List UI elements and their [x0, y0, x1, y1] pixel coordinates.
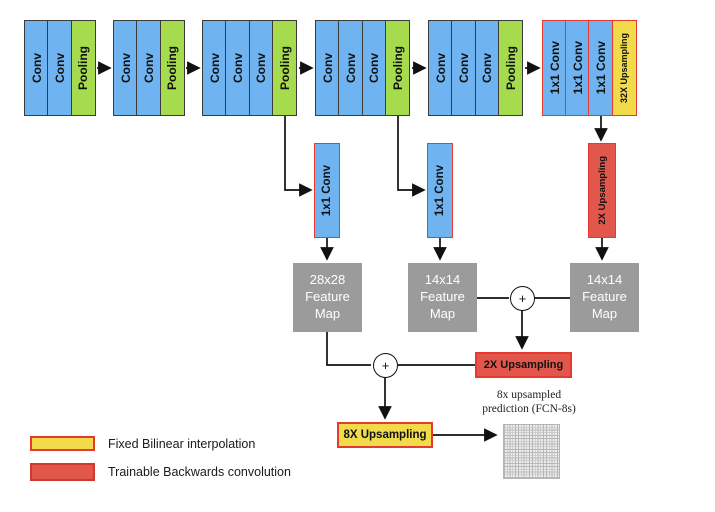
sum-node-2: + [373, 353, 398, 378]
plus-icon: + [518, 291, 527, 306]
pooling-block-label: Pooling [390, 46, 405, 90]
32x-upsampling-label: 32X Upsampling [619, 32, 630, 104]
1x1-conv-block-label: 1x1 Conv [547, 41, 562, 95]
encoder-stage-3: Conv Conv Conv Pooling [202, 20, 298, 116]
8x-upsampling-box-label: 8X Upsampling [343, 429, 427, 441]
conv-block-label: Conv [52, 53, 67, 83]
legend-swatch-backwards-conv [30, 463, 95, 481]
feature-map-size: 14x14 [424, 272, 461, 288]
encoder-stage-4: Conv Conv Conv Pooling [315, 20, 411, 116]
feature-map-word1: Feature [305, 289, 350, 305]
2x-upsampling-vertical-block: 2X Upsampling [588, 143, 616, 238]
feature-map-14x14-upsampled: 14x14 Feature Map [570, 263, 639, 332]
pooling-block: Pooling [70, 20, 96, 116]
plus-icon: + [381, 358, 390, 373]
feature-map-word2: Map [591, 305, 618, 321]
conv-block: Conv [202, 20, 227, 116]
conv-block: Conv [113, 20, 138, 116]
encoder-stage-5: Conv Conv Conv Pooling [428, 20, 524, 116]
legend-entry-backwards-conv: Trainable Backwards convolution [30, 463, 291, 481]
skip-1x1-conv-label: 1x1 Conv [434, 164, 446, 217]
conv-block-label: Conv [29, 53, 44, 83]
pooling-block-label: Pooling [277, 46, 292, 90]
skip-1x1-conv-label: 1x1 Conv [321, 164, 333, 217]
conv-block-label: Conv [254, 53, 269, 83]
pooling-block: Pooling [159, 20, 185, 116]
conv-block: Conv [315, 20, 340, 116]
1x1-conv-block: 1x1 Conv [565, 20, 591, 116]
feature-map-size: 14x14 [586, 272, 623, 288]
pooling-block: Pooling [272, 20, 298, 116]
pooling-block-label: Pooling [76, 46, 91, 90]
feature-map-word2: Map [429, 305, 456, 321]
conv-block-label: Conv [118, 53, 133, 83]
pooling-block: Pooling [385, 20, 411, 116]
conv-block-label: Conv [141, 53, 156, 83]
conv-block: Conv [338, 20, 364, 116]
conv-block-label: Conv [367, 53, 382, 83]
1x1-conv-block-label: 1x1 Conv [593, 41, 608, 95]
encoder-stage-2: Conv Conv Pooling [113, 20, 185, 116]
conv-block-label: Conv [433, 53, 448, 83]
conv-block: Conv [248, 20, 274, 116]
sum-node-1: + [510, 286, 535, 311]
connector-fmap28-sum2 [326, 332, 371, 366]
conv-block: Conv [136, 20, 162, 116]
feature-map-28x28: 28x28 Feature Map [293, 263, 362, 332]
conv-block-label: Conv [230, 53, 245, 83]
2x-upsampling-box: 2X Upsampling [475, 352, 572, 378]
pooling-block-label: Pooling [165, 46, 180, 90]
conv-block-label: Conv [207, 53, 222, 83]
32x-upsampling-block: 32X Upsampling [611, 20, 637, 116]
classifier-head-stage: 1x1 Conv 1x1 Conv 1x1 Conv 32X Upsamplin… [542, 20, 637, 116]
connector-pool3-skipconv1 [284, 116, 313, 197]
feature-map-word2: Map [314, 305, 341, 321]
conv-block-label: Conv [456, 53, 471, 83]
legend-label-bilinear: Fixed Bilinear interpolation [108, 436, 256, 451]
skip-1x1-conv-pool4: 1x1 Conv [427, 143, 453, 238]
conv-block: Conv [428, 20, 453, 116]
prediction-caption-line1: 8x upsampled [496, 389, 562, 401]
legend-swatch-bilinear [30, 436, 95, 451]
1x1-conv-block: 1x1 Conv [542, 20, 567, 116]
conv-block-label: Conv [343, 53, 358, 83]
legend-entry-bilinear: Fixed Bilinear interpolation [30, 436, 255, 451]
feature-map-word1: Feature [420, 289, 465, 305]
feature-map-size: 28x28 [309, 272, 346, 288]
conv-block: Conv [24, 20, 49, 116]
1x1-conv-block-label: 1x1 Conv [570, 41, 585, 95]
connector-pool4-skipconv2 [397, 116, 426, 197]
prediction-grid [503, 424, 560, 479]
encoder-stage-1: Conv Conv Pooling [24, 20, 96, 116]
feature-map-14x14-skip: 14x14 Feature Map [408, 263, 477, 332]
conv-block: Conv [474, 20, 500, 116]
2x-upsampling-vertical-label: 2X Upsampling [596, 156, 608, 225]
pooling-block: Pooling [498, 20, 524, 116]
pooling-block-label: Pooling [503, 46, 518, 90]
prediction-caption-line2: prediction (FCN-8s) [482, 403, 576, 416]
feature-map-word1: Feature [582, 289, 627, 305]
legend-label-backwards-conv: Trainable Backwards convolution [108, 465, 291, 479]
conv-block-label: Conv [320, 53, 335, 83]
1x1-conv-block: 1x1 Conv [588, 20, 614, 116]
conv-block: Conv [451, 20, 477, 116]
skip-1x1-conv-pool3: 1x1 Conv [314, 143, 340, 238]
prediction-caption: 8x upsampled prediction (FCN-8s) [450, 388, 608, 417]
conv-block: Conv [225, 20, 251, 116]
conv-block: Conv [361, 20, 387, 116]
2x-upsampling-box-label: 2X Upsampling [483, 359, 564, 371]
8x-upsampling-box: 8X Upsampling [337, 422, 433, 448]
conv-block: Conv [47, 20, 73, 116]
conv-block-label: Conv [480, 53, 495, 83]
